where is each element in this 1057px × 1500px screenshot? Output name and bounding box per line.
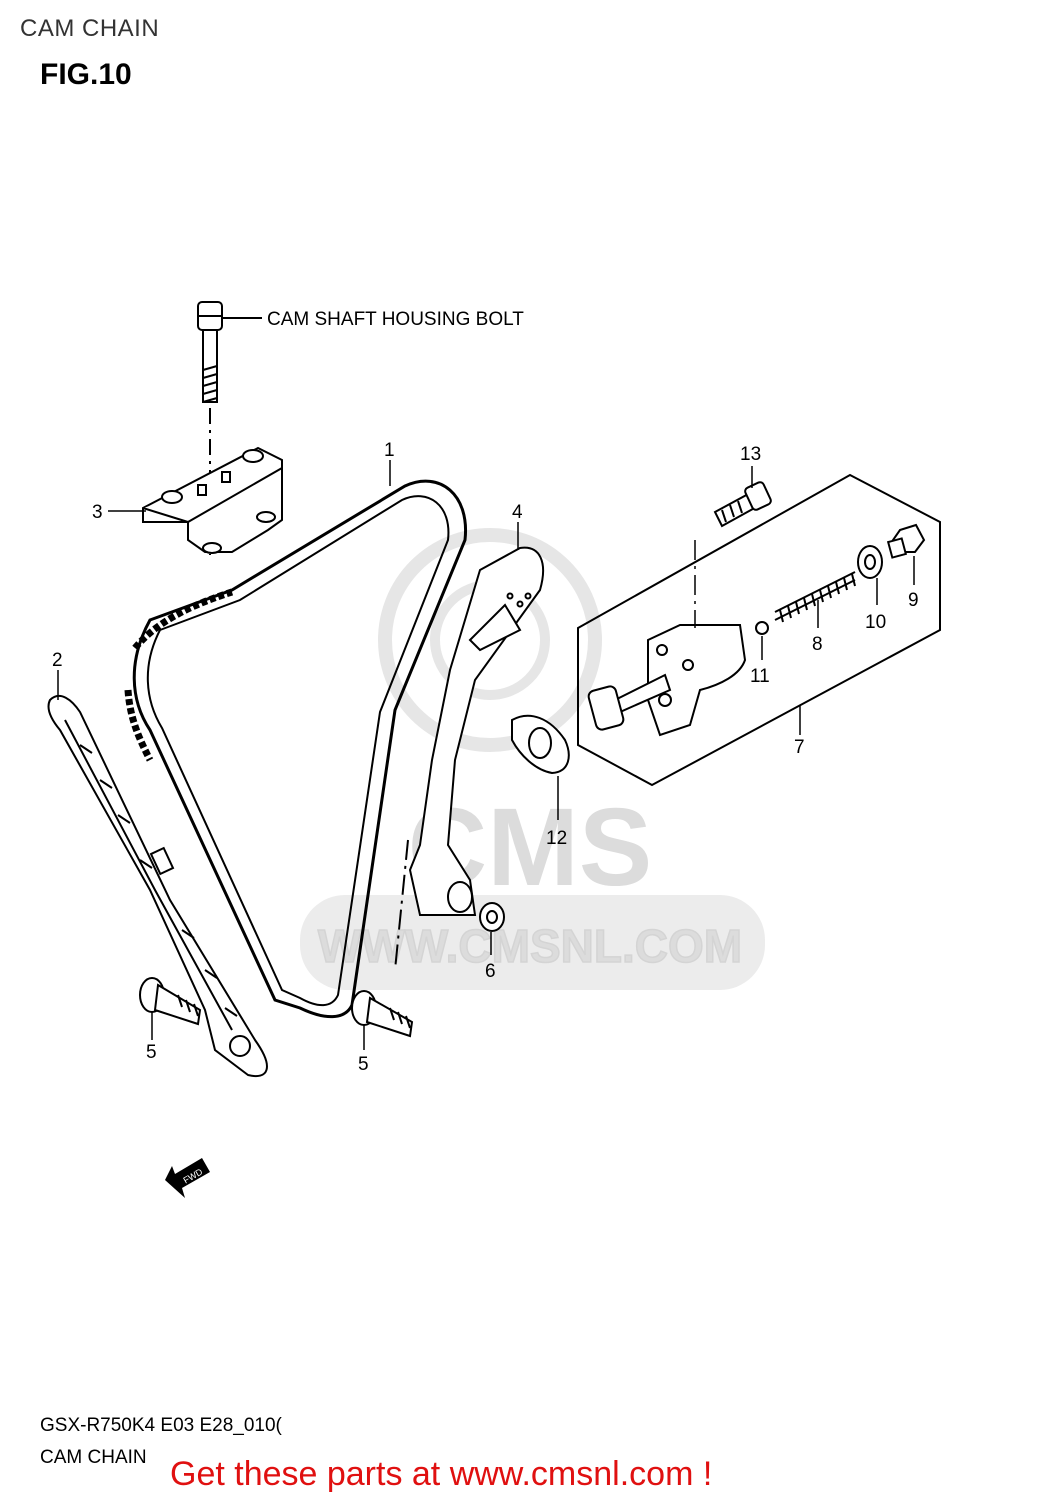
watermark-logo: [378, 528, 602, 752]
guide-bolt-left: [139, 977, 202, 1026]
callout-5-left: 5: [146, 1042, 157, 1063]
guide-bolt-right: [351, 990, 414, 1038]
diagram-code: GSX-R750K4 E03 E28_010(: [40, 1415, 282, 1436]
cta-link[interactable]: Get these parts at www.cmsnl.com !: [170, 1455, 713, 1493]
tensioner-assembly: [577, 473, 941, 787]
diagram-name: CAM CHAIN: [40, 1447, 147, 1468]
callout-3: 3: [92, 502, 103, 523]
gasket: [511, 714, 570, 775]
ball: [755, 621, 769, 635]
callout-6: 6: [485, 961, 496, 982]
callout-2: 2: [52, 650, 63, 671]
callout-1: 1: [384, 440, 395, 461]
fwd-arrow-icon: FWD: [165, 1158, 210, 1198]
callout-4: 4: [512, 502, 523, 523]
gasket-washer: [857, 545, 883, 579]
bolt-label: CAM SHAFT HOUSING BOLT: [267, 309, 524, 330]
callout-10: 10: [865, 612, 886, 633]
cam-chain: [124, 479, 468, 1019]
page-title: CAM CHAIN: [20, 15, 160, 42]
watermark-banner: [300, 895, 765, 990]
spring: [774, 571, 856, 623]
callout-5-right: 5: [358, 1054, 369, 1075]
callout-8: 8: [812, 634, 823, 655]
callout-7: 7: [794, 737, 805, 758]
callout-11: 11: [750, 666, 770, 687]
plug-bolt: [886, 523, 926, 559]
figure-number: FIG.10: [40, 58, 132, 91]
watermark-url: WWW.CMSNL.COM: [318, 920, 742, 972]
chain-guide-left: [47, 694, 268, 1078]
tensioner-bolt: [713, 481, 772, 528]
callout-12: 12: [546, 828, 567, 849]
washer: [479, 902, 505, 932]
chain-guide-right: [408, 546, 545, 916]
cam-housing: [142, 446, 283, 554]
callout-13: 13: [740, 444, 761, 465]
callout-9: 9: [908, 590, 919, 611]
